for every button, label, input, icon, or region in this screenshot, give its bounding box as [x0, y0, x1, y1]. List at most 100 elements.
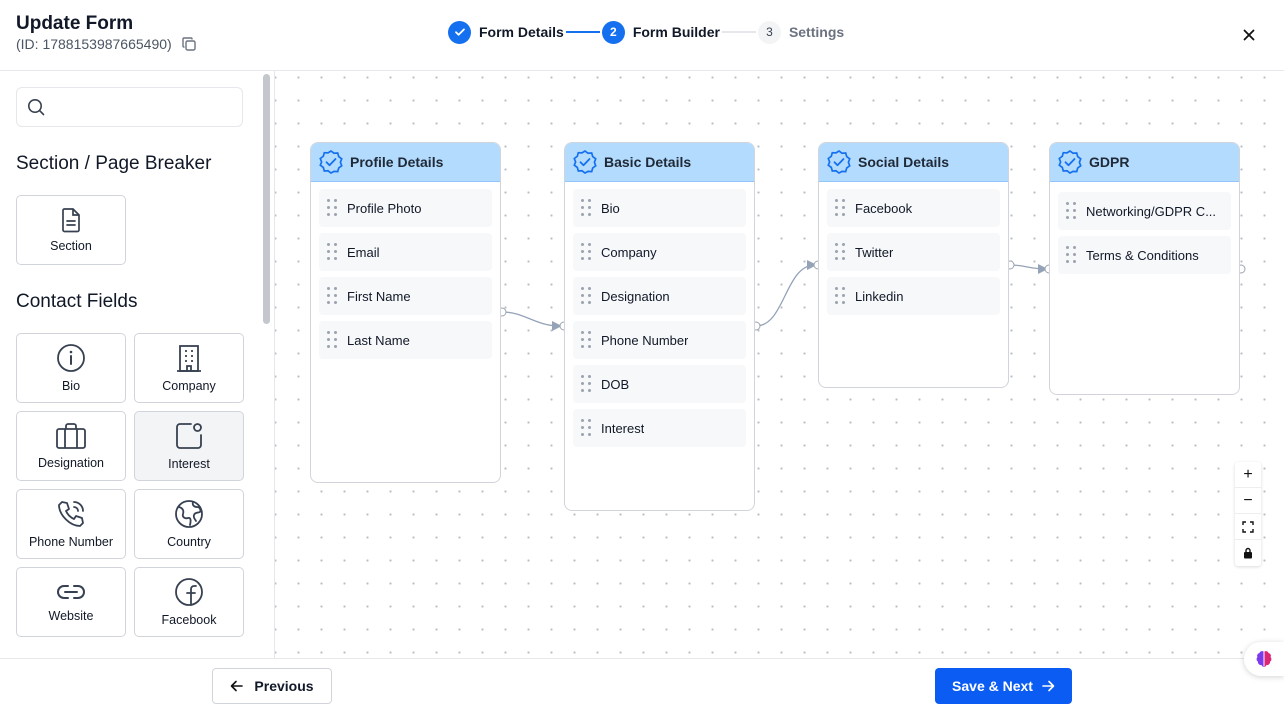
field-row[interactable]: Email — [319, 233, 492, 271]
drag-handle-icon[interactable] — [581, 287, 591, 305]
save-next-button[interactable]: Save & Next — [935, 668, 1072, 704]
drag-handle-icon[interactable] — [327, 287, 337, 305]
field-row[interactable]: Terms & Conditions — [1058, 236, 1231, 274]
lock-button[interactable] — [1235, 540, 1261, 566]
tile-designation[interactable]: Designation — [16, 411, 126, 481]
field-label: Linkedin — [855, 288, 904, 304]
scrollbar-thumb[interactable] — [263, 74, 270, 324]
card-basic-details[interactable]: Basic Details Bio Company Designation Ph… — [564, 142, 755, 511]
fit-view-button[interactable] — [1235, 514, 1261, 540]
brain-icon — [1256, 651, 1272, 667]
edge-basic-to-social — [755, 260, 817, 327]
drag-handle-icon[interactable] — [581, 419, 591, 437]
footer: Previous Save & Next — [0, 658, 1284, 711]
step-form-builder[interactable]: 2 Form Builder — [601, 20, 720, 44]
card-header[interactable]: Social Details — [819, 143, 1008, 182]
card-title: Basic Details — [604, 154, 692, 170]
tile-interest[interactable]: Interest — [134, 411, 244, 481]
sidebar-scrollbar[interactable] — [259, 71, 275, 658]
fit-view-icon — [1242, 520, 1254, 533]
contact-fields-heading: Contact Fields — [16, 291, 138, 312]
drag-handle-icon[interactable] — [327, 331, 337, 349]
tile-bio[interactable]: Bio — [16, 333, 126, 403]
field-label: Interest — [601, 420, 645, 436]
tile-label: Interest — [168, 457, 210, 471]
copy-icon[interactable] — [181, 37, 196, 51]
card-gdpr[interactable]: GDPR Networking/GDPR C... Terms & Condit… — [1049, 142, 1240, 395]
verified-badge-icon — [827, 149, 851, 175]
field-row[interactable]: DOB — [573, 365, 746, 403]
previous-button[interactable]: Previous — [212, 668, 332, 704]
drag-handle-icon[interactable] — [327, 199, 337, 217]
field-row[interactable]: Profile Photo — [319, 189, 492, 227]
check-icon — [448, 20, 471, 44]
tile-label: Country — [167, 535, 211, 549]
field-row[interactable]: Designation — [573, 277, 746, 315]
link-icon — [57, 585, 85, 599]
close-button[interactable] — [1238, 24, 1260, 46]
tile-label: Section — [50, 239, 92, 253]
drag-handle-icon[interactable] — [327, 243, 337, 261]
tile-label: Designation — [37, 456, 104, 470]
card-title: Social Details — [858, 154, 950, 170]
drag-handle-icon[interactable] — [1066, 202, 1076, 220]
field-row[interactable]: First Name — [319, 277, 492, 315]
tile-label: Facebook — [161, 613, 217, 627]
field-row[interactable]: Linkedin — [827, 277, 1000, 315]
field-row[interactable]: Phone Number — [573, 321, 746, 359]
header: Update Form (ID: 1788153987665490) Form … — [0, 0, 1284, 71]
field-row[interactable]: Networking/GDPR C... — [1058, 192, 1231, 230]
drag-handle-icon[interactable] — [581, 199, 591, 217]
step-form-details[interactable]: Form Details — [448, 20, 564, 44]
tile-section[interactable]: Section — [16, 195, 126, 265]
field-label: Terms & Conditions — [1086, 247, 1199, 263]
field-row[interactable]: Facebook — [827, 189, 1000, 227]
form-id: (ID: 1788153987665490) — [16, 36, 196, 52]
verified-badge-icon — [1058, 149, 1082, 175]
drag-handle-icon[interactable] — [581, 375, 591, 393]
tile-label: Website — [48, 609, 94, 623]
field-label: Networking/GDPR C... — [1086, 203, 1217, 219]
drag-handle-icon[interactable] — [835, 199, 845, 217]
arrow-left-icon — [231, 680, 244, 692]
drag-handle-icon[interactable] — [581, 331, 591, 349]
save-next-label: Save & Next — [952, 678, 1033, 694]
card-header[interactable]: Basic Details — [565, 143, 754, 182]
tile-facebook[interactable]: Facebook — [134, 567, 244, 637]
card-header[interactable]: GDPR — [1050, 143, 1239, 182]
drag-handle-icon[interactable] — [581, 243, 591, 261]
field-row[interactable]: Last Name — [319, 321, 492, 359]
field-label: Company — [601, 244, 657, 260]
search-input[interactable] — [53, 99, 233, 115]
search-box[interactable] — [16, 87, 243, 127]
tile-country[interactable]: Country — [134, 489, 244, 559]
globe-icon — [175, 500, 203, 528]
tile-website[interactable]: Website — [16, 567, 126, 637]
verified-badge-icon — [319, 149, 343, 175]
field-row[interactable]: Twitter — [827, 233, 1000, 271]
step-connector — [565, 31, 600, 33]
drag-handle-icon[interactable] — [835, 243, 845, 261]
step-connector — [721, 31, 756, 33]
field-row[interactable]: Bio — [573, 189, 746, 227]
zoom-controls: + − — [1235, 462, 1261, 566]
field-row[interactable]: Interest — [573, 409, 746, 447]
drag-handle-icon[interactable] — [835, 287, 845, 305]
card-profile-details[interactable]: Profile Details Profile Photo Email Firs… — [310, 142, 501, 483]
ai-assistant-button[interactable] — [1244, 642, 1284, 676]
search-icon — [28, 99, 45, 116]
card-header[interactable]: Profile Details — [311, 143, 500, 182]
step-settings[interactable]: 3 Settings — [757, 20, 844, 44]
field-label: DOB — [601, 376, 630, 392]
drag-handle-icon[interactable] — [1066, 246, 1076, 264]
field-row[interactable]: Company — [573, 233, 746, 271]
field-label: Phone Number — [601, 332, 689, 348]
form-builder-canvas[interactable]: Profile Details Profile Photo Email Firs… — [275, 71, 1284, 658]
previous-label: Previous — [254, 678, 314, 694]
zoom-out-button[interactable]: − — [1235, 488, 1261, 514]
tile-company[interactable]: Company — [134, 333, 244, 403]
zoom-in-button[interactable]: + — [1235, 462, 1261, 488]
tile-phone-number[interactable]: Phone Number — [16, 489, 126, 559]
card-social-details[interactable]: Social Details Facebook Twitter Linkedin — [818, 142, 1009, 388]
tile-label: Phone Number — [28, 535, 114, 549]
